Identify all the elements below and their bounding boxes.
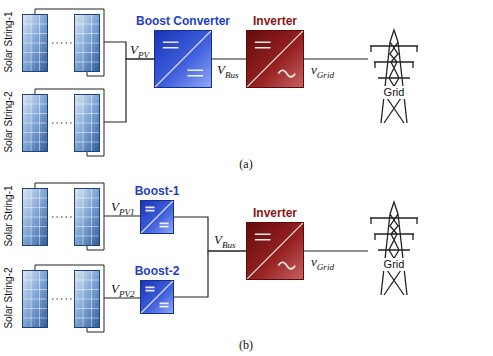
voltage-label: VPV: [129, 42, 150, 57]
divider-line: [141, 201, 173, 233]
string-wire: [35, 9, 106, 76]
solar-string: Solar String-1: [2, 6, 106, 78]
wire-connector: [106, 59, 154, 122]
voltage-label: VPV2: [110, 281, 136, 296]
converter-symbol: [155, 31, 211, 87]
converter-box: Boost Converter: [154, 30, 212, 88]
block-title: Boost-1: [135, 184, 180, 198]
voltage-label: VBus: [213, 232, 237, 247]
string-label: Solar String-1: [3, 185, 15, 246]
inverter-box: Inverter: [246, 222, 304, 280]
solar-panel: [75, 15, 100, 72]
grid-node: Grid: [368, 200, 420, 296]
solar-panel: [23, 15, 48, 72]
voltage-label: vGrid: [310, 254, 335, 269]
transmission-tower: [370, 30, 418, 123]
grid-node: Grid: [368, 28, 420, 124]
dc-symbol: [145, 207, 154, 210]
block-title: Inverter: [253, 14, 297, 28]
string-label: Solar String-2: [3, 91, 15, 152]
grid-label: Grid: [382, 86, 407, 99]
dc-symbol: [255, 234, 271, 240]
solar-panel: [75, 95, 100, 152]
solar-string: Solar String-2: [2, 262, 106, 334]
panel-tag: (a): [238, 157, 253, 172]
converter-box: Boost-1: [140, 200, 174, 234]
solar-string: Solar String-1: [2, 180, 106, 252]
grid-label: Grid: [382, 258, 407, 271]
wire-connector: [174, 251, 246, 297]
wire-connector: [174, 217, 246, 251]
voltage-label: VBus: [216, 62, 240, 77]
string-wire: [35, 265, 106, 332]
block-title: Inverter: [253, 206, 297, 220]
divider-line: [141, 281, 173, 313]
wire-connector: [212, 58, 246, 59]
voltage-label: vGrid: [310, 62, 335, 77]
converter-symbol: [141, 201, 173, 233]
converter-symbol: [247, 31, 303, 87]
converter-box: Boost-2: [140, 280, 174, 314]
panel-dots: [52, 123, 72, 124]
voltage-label: VPV1: [110, 199, 136, 214]
dc-symbol: [255, 42, 271, 48]
ac-symbol: [278, 262, 295, 269]
panel-dots: [52, 217, 72, 218]
string-label: Solar String-2: [3, 267, 15, 328]
string-wire: [35, 89, 106, 156]
solar-panel: [23, 95, 48, 152]
converter-symbol: [247, 223, 303, 279]
divider-line: [247, 223, 303, 279]
dc-symbol: [187, 70, 203, 76]
solar-panel: [23, 271, 48, 328]
solar-panel: [23, 189, 48, 246]
dc-symbol: [160, 223, 169, 226]
solar-panel: [75, 271, 100, 328]
divider-line: [247, 31, 303, 87]
dc-symbol: [160, 303, 169, 306]
dc-symbol: [145, 287, 154, 290]
panel-dots: [52, 299, 72, 300]
panel-tag: (b): [238, 338, 254, 353]
wire-connector: [106, 42, 154, 59]
converter-symbol: [141, 281, 173, 313]
wire-connector: [304, 58, 368, 59]
wire-connector: [304, 250, 368, 251]
block-title: Boost Converter: [136, 14, 230, 28]
inverter-box: Inverter: [246, 30, 304, 88]
transmission-tower: [370, 202, 418, 295]
ac-symbol: [278, 70, 295, 77]
string-label: Solar String-1: [3, 11, 15, 72]
block-title: Boost-2: [135, 264, 180, 278]
divider-line: [155, 31, 211, 87]
solar-string: Solar String-2: [2, 86, 106, 158]
panel-dots: [52, 43, 72, 44]
solar-panel: [75, 189, 100, 246]
dc-symbol: [163, 42, 179, 48]
string-wire: [35, 183, 106, 250]
